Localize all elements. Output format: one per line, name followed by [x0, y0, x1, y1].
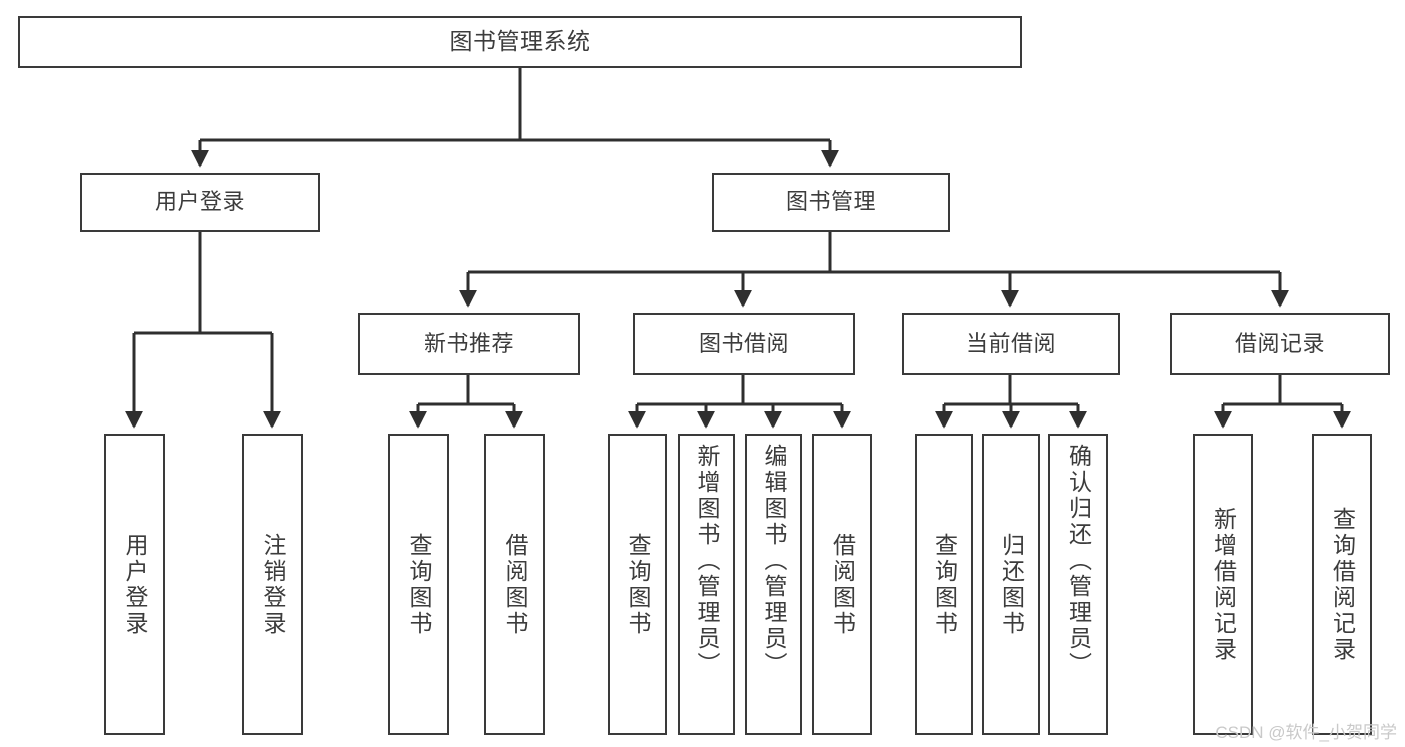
- node-current-borrow-label: 当前借阅: [965, 330, 1056, 356]
- node-leaf-query-book-3-label: 查询图书: [931, 532, 958, 637]
- node-leaf-borrow-book-1[interactable]: 借阅图书: [484, 434, 545, 735]
- node-borrow-record[interactable]: 借阅记录: [1170, 313, 1390, 375]
- node-leaf-query-book-1-label: 查询图书: [406, 532, 432, 637]
- node-leaf-borrow-book-2[interactable]: 借阅图书: [812, 434, 872, 735]
- node-book-manage-label: 图书管理: [785, 189, 876, 215]
- node-book-borrow[interactable]: 图书借阅: [633, 313, 855, 375]
- node-leaf-add-book[interactable]: 新增图书（管理员）: [678, 434, 735, 735]
- node-leaf-query-book-3[interactable]: 查询图书: [915, 434, 973, 735]
- node-leaf-add-record[interactable]: 新增借阅记录: [1193, 434, 1253, 735]
- node-leaf-borrow-book-1-label: 借阅图书: [502, 532, 528, 637]
- node-borrow-record-label: 借阅记录: [1234, 330, 1325, 356]
- node-leaf-add-book-label: 新增图书（管理员）: [694, 444, 720, 678]
- node-leaf-query-record[interactable]: 查询借阅记录: [1312, 434, 1372, 735]
- node-leaf-edit-book-label: 编辑图书（管理员）: [761, 444, 787, 678]
- watermark: CSDN @软件_小贺同学: [1215, 723, 1397, 742]
- node-leaf-query-book-1[interactable]: 查询图书: [388, 434, 449, 735]
- node-leaf-add-record-label: 新增借阅记录: [1210, 506, 1237, 663]
- node-new-book-recommend-label: 新书推荐: [423, 330, 514, 356]
- node-root[interactable]: 图书管理系统: [18, 16, 1022, 68]
- node-new-book-recommend[interactable]: 新书推荐: [358, 313, 580, 375]
- node-leaf-query-book-2-label: 查询图书: [625, 532, 651, 637]
- node-book-borrow-label: 图书借阅: [698, 330, 789, 356]
- node-leaf-query-book-2[interactable]: 查询图书: [608, 434, 667, 735]
- node-root-label: 图书管理系统: [449, 28, 591, 55]
- node-user-login[interactable]: 用户登录: [80, 173, 320, 232]
- node-leaf-edit-book[interactable]: 编辑图书（管理员）: [745, 434, 802, 735]
- node-book-manage[interactable]: 图书管理: [712, 173, 950, 232]
- node-leaf-user-login[interactable]: 用户登录: [104, 434, 165, 735]
- node-leaf-return-book-label: 归还图书: [998, 532, 1025, 637]
- node-leaf-user-login-label: 用户登录: [122, 532, 148, 637]
- node-leaf-borrow-book-2-label: 借阅图书: [829, 532, 856, 637]
- node-leaf-confirm-return-label: 确认归还（管理员）: [1065, 444, 1092, 678]
- node-current-borrow[interactable]: 当前借阅: [902, 313, 1120, 375]
- node-user-login-label: 用户登录: [154, 189, 245, 215]
- node-leaf-query-record-label: 查询借阅记录: [1329, 506, 1356, 663]
- node-leaf-logout[interactable]: 注销登录: [242, 434, 303, 735]
- node-leaf-return-book[interactable]: 归还图书: [982, 434, 1040, 735]
- node-leaf-logout-label: 注销登录: [260, 532, 286, 637]
- node-leaf-confirm-return[interactable]: 确认归还（管理员）: [1048, 434, 1108, 735]
